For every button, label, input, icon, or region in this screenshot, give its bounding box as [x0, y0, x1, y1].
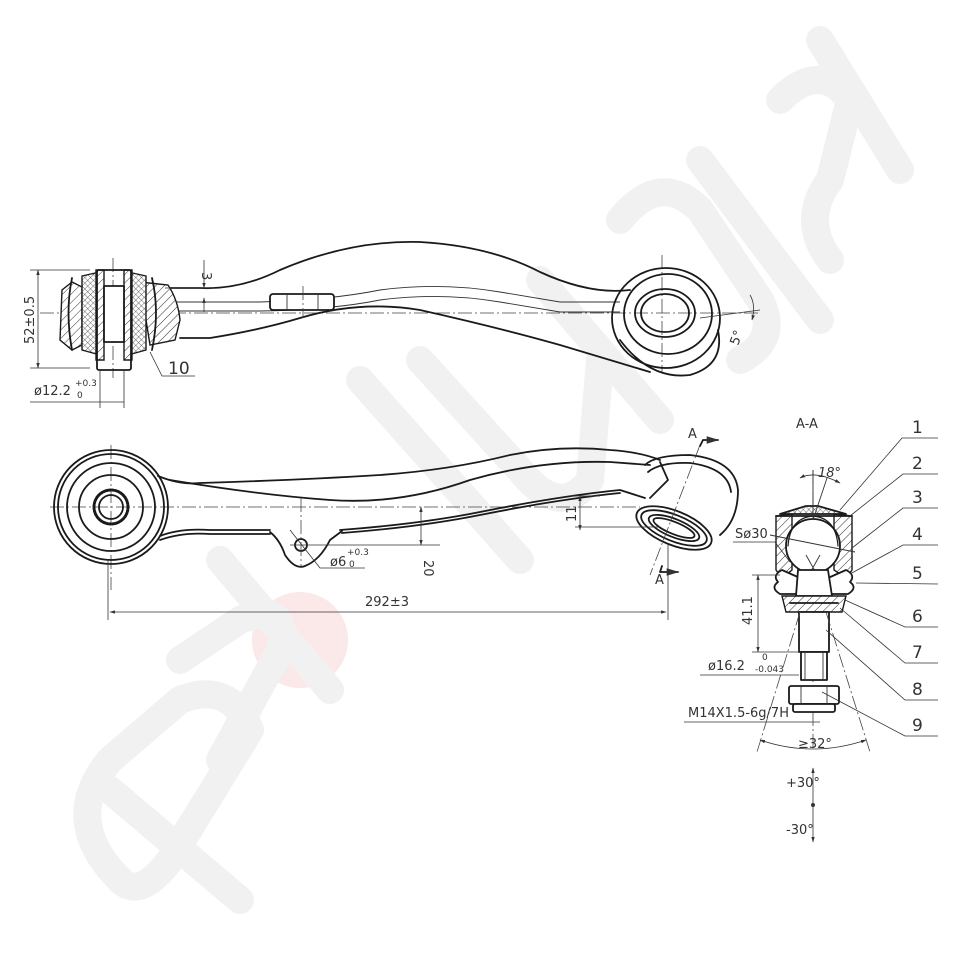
- callout-5: 5: [912, 564, 923, 584]
- part-callout-10: 10: [168, 359, 190, 379]
- callout-leaders: [821, 437, 939, 737]
- callout-1: 1: [912, 418, 923, 438]
- cone-angle-dim: 18°: [818, 466, 841, 481]
- sphere-diameter-dim: Sø30: [735, 527, 768, 542]
- hole-diameter-dim: ø6: [330, 555, 346, 570]
- watermark: [73, 26, 914, 914]
- stud-tol-lower: -0.043: [755, 665, 784, 675]
- swing-angle-dim: ≥32°: [798, 737, 832, 752]
- stud-diameter-dim: ø16.2: [708, 659, 745, 674]
- bushing-height-dim: 52±0.5: [23, 296, 38, 344]
- top-view: A A 11 20 ø6 +0.3 0 292±3: [50, 427, 739, 620]
- section-marker-a-top: A: [688, 427, 697, 442]
- section-view-a-a: A-A 18° Sø30: [684, 417, 939, 753]
- bushing-bore-tol-upper: +0.3: [75, 379, 97, 389]
- eye-offset-dim: 11: [565, 505, 580, 522]
- angle-lower-label: -30°: [786, 823, 814, 838]
- arm-slot-feature: [269, 293, 335, 311]
- callout-4: 4: [912, 525, 923, 545]
- ball-joint-eye-side: [611, 267, 721, 377]
- stud-height-dim: 41.1: [741, 596, 756, 625]
- section-marker-a-bottom: A: [655, 573, 664, 588]
- callout-3: 3: [912, 488, 923, 508]
- rubber-bushing-section: [59, 269, 181, 371]
- callout-9: 9: [912, 716, 923, 736]
- tilt-angle-dim: 5°: [728, 328, 747, 347]
- stud-tol-upper: 0: [762, 653, 768, 663]
- angle-upper-label: +30°: [786, 776, 820, 791]
- web-offset-dim: 3: [198, 272, 213, 280]
- ball-stud-sphere: [785, 518, 841, 574]
- overall-length-dim: 292±3: [365, 595, 409, 610]
- bushing-eye-top: [53, 449, 169, 565]
- angle-gauge: +30° -30°: [786, 767, 820, 843]
- callout-8: 8: [912, 680, 923, 700]
- callout-7: 7: [912, 643, 923, 663]
- bushing-bore-tol-lower: 0: [77, 391, 83, 401]
- section-title: A-A: [796, 417, 818, 432]
- callout-6: 6: [912, 607, 923, 627]
- hole-tol-lower: 0: [349, 560, 355, 570]
- thread-spec-dim: M14X1.5-6g/7H: [688, 706, 789, 721]
- hole-tol-upper: +0.3: [347, 548, 369, 558]
- side-view: 52±0.5 ø12.2 +0.3 0 3 10 5°: [23, 240, 761, 408]
- ball-joint-eye-top: [635, 454, 739, 551]
- stud-shank: [798, 611, 830, 653]
- bushing-bore-dim: ø12.2: [34, 384, 71, 399]
- callout-2: 2: [912, 454, 923, 474]
- hole-offset-dim: 20: [420, 560, 435, 577]
- castle-nut: [788, 685, 840, 705]
